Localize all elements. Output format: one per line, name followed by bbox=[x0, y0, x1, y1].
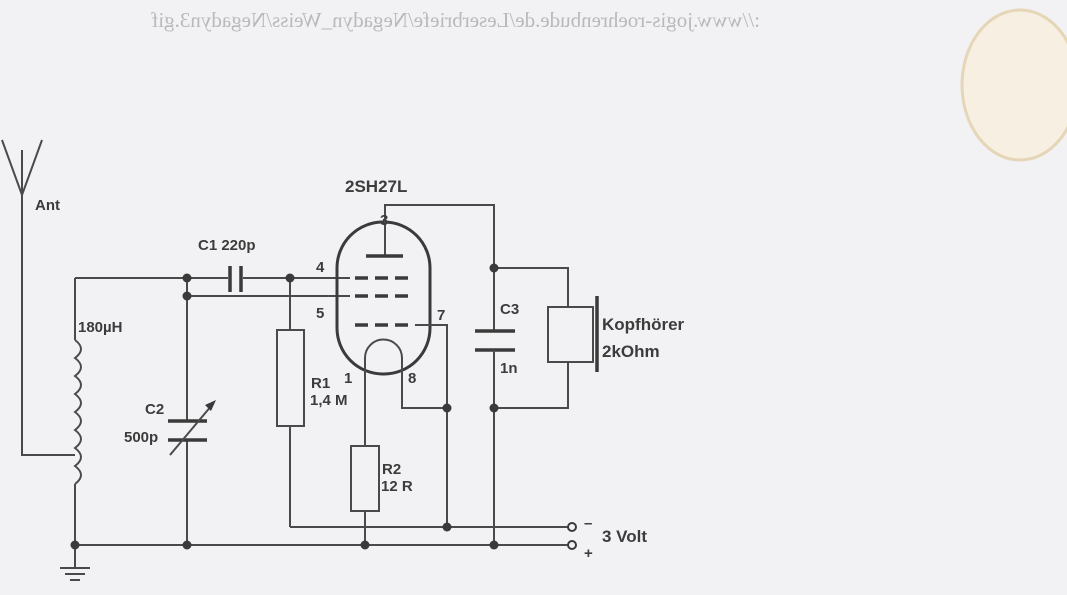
supply-minus: – bbox=[584, 515, 592, 532]
coil-inductor bbox=[73, 278, 82, 568]
supply-voltage: 3 Volt bbox=[602, 527, 647, 546]
coil-label: 180µH bbox=[78, 319, 123, 336]
supply-plus: + bbox=[584, 545, 593, 562]
c2-name: C2 bbox=[145, 401, 164, 418]
c3-capacitor bbox=[475, 268, 515, 545]
pin-4: 4 bbox=[316, 259, 325, 276]
stain bbox=[960, 8, 1067, 162]
c2-variable-capacitor bbox=[168, 400, 216, 456]
r1-value: 1,4 M bbox=[310, 392, 348, 409]
antenna-label: Ant bbox=[35, 197, 60, 214]
junction-nodes bbox=[70, 263, 499, 550]
supply-rails bbox=[75, 522, 577, 550]
tube-type: 2SH27L bbox=[345, 177, 407, 196]
r1-resistor bbox=[276, 278, 305, 527]
input-wiring bbox=[75, 266, 350, 545]
c2-value: 500p bbox=[124, 429, 158, 446]
antenna-symbol bbox=[1, 139, 75, 456]
ground-symbol bbox=[60, 567, 90, 581]
c3-value: 1n bbox=[500, 360, 518, 377]
pin-8: 8 bbox=[408, 370, 416, 387]
headphones-name: Kopfhörer bbox=[602, 315, 685, 334]
pin-3: 3 bbox=[380, 212, 388, 229]
headphones-impedance: 2kOhm bbox=[602, 342, 660, 361]
r1-name: R1 bbox=[311, 375, 330, 392]
c3-name: C3 bbox=[500, 301, 519, 318]
c1-label: C1 220p bbox=[198, 237, 256, 254]
vacuum-tube bbox=[335, 204, 495, 545]
r2-resistor bbox=[350, 445, 380, 512]
pin-7: 7 bbox=[437, 307, 445, 324]
r2-name: R2 bbox=[382, 461, 401, 478]
pin-5: 5 bbox=[316, 305, 324, 322]
headphone-symbol bbox=[494, 267, 599, 409]
r2-value: 12 R bbox=[381, 478, 413, 495]
pin-1: 1 bbox=[344, 370, 352, 387]
